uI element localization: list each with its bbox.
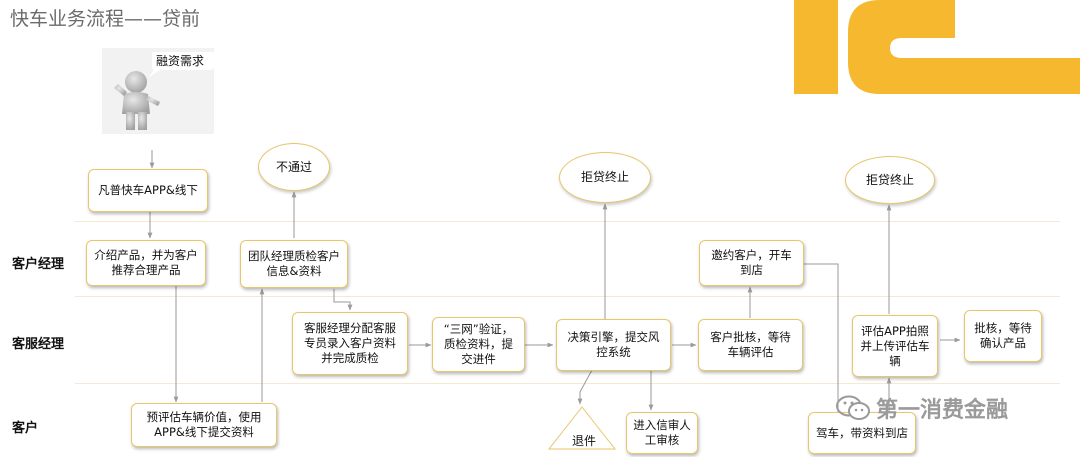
node-team-check: 团队经理质检客户信息&资料: [240, 240, 348, 288]
node-eval-app: 评估APP拍照并上传评估车辆: [852, 315, 938, 377]
wechat-icon: [836, 395, 870, 420]
node-approve-wait: 客户批核，等待车辆评估: [698, 319, 803, 371]
node-invite-customer: 邀约客户，开车到店: [699, 240, 804, 286]
watermark-text: 第一消费金融: [876, 398, 1009, 423]
node-refuse-2: 拒贷终止: [845, 156, 935, 204]
node-withdraw-label: 退件: [572, 434, 597, 448]
node-manual-review: 进入信审人工审核: [626, 412, 698, 454]
node-app-offline: 凡普快车APP&线下: [88, 169, 208, 212]
node-pre-evaluate: 预评估车辆价值，使用APP&线下提交资料: [131, 403, 277, 447]
node-refuse-1: 拒贷终止: [559, 152, 651, 203]
node-decision-engine: 决策引擎，提交风控系统: [556, 319, 671, 371]
node-verify: “三网”验证，质检资料，提交进件: [432, 317, 525, 372]
watermark: 第一消费金融: [836, 392, 1008, 424]
node-assign-service: 客服经理分配客服专员录入客户资料并完成质检: [292, 312, 408, 375]
lane-label-service-manager: 客服经理: [12, 337, 65, 352]
node-drive-to-store: 驾车，带资料到店: [808, 412, 916, 454]
brand-logo: [794, 0, 1080, 94]
lane-label-customer-manager: 客户经理: [12, 257, 65, 272]
node-withdraw-triangle: [547, 406, 617, 450]
lane-divider: [75, 296, 1060, 297]
person-figure-icon: [102, 48, 214, 134]
lane-divider: [75, 221, 1060, 222]
node-confirm-product: 批核，等待确认产品: [964, 310, 1042, 362]
speech-bubble-text: 融资需求: [156, 54, 205, 68]
node-intro-product: 介绍产品，并为客户推荐合理产品: [86, 240, 206, 286]
node-reject: 不通过: [258, 143, 330, 191]
lane-label-customer: 客户: [12, 421, 39, 436]
page-title: 快车业务流程——贷前: [10, 8, 201, 30]
lane-divider: [75, 383, 1060, 384]
